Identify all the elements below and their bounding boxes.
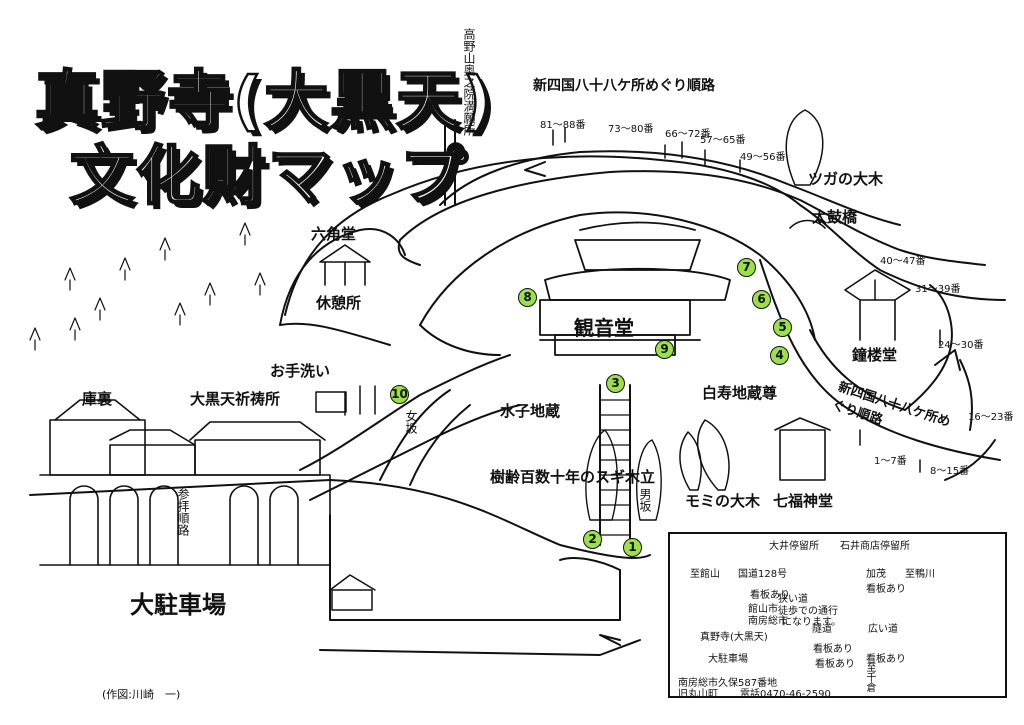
ban-8-15: 8〜15番 [930, 466, 970, 477]
pilgrim-statues [552, 127, 941, 473]
ban-73-80: 73〜80番 [608, 124, 654, 135]
inset-zuidou: 隧道 [812, 624, 832, 635]
inset-busstop1: 大井停留所 [769, 541, 819, 552]
inset-walk-note1: 徒歩での通行 [778, 606, 838, 617]
label-onnazaka: 女坂 [404, 410, 418, 434]
shorodo-building [844, 269, 911, 341]
marker-7: 7 [737, 258, 756, 277]
label-tsuga: ツガの大木 [808, 170, 884, 188]
top-route-road [439, 150, 901, 226]
inset-tateyama-city: 館山市 [748, 604, 778, 615]
ban-24-30: 24〜30番 [938, 340, 984, 351]
label-hakuju-jizo: 白寿地蔵尊 [702, 384, 778, 402]
mountain-ridge [284, 155, 1006, 316]
upper-road [399, 170, 986, 266]
label-route-top: 新四国八十八ケ所めぐり順路 [533, 78, 715, 94]
inset-sign3: 看板あり [813, 644, 853, 655]
inset-to-chikura: 至千倉 [864, 662, 875, 692]
restroom-building [315, 385, 376, 416]
taikobashi-bridge [789, 219, 826, 229]
marker-1: 1 [623, 538, 642, 557]
access-inset-map [668, 532, 1007, 698]
inset-sign4: 看板あり [815, 659, 855, 670]
inset-sign1: 看板あり [750, 590, 790, 601]
inset-hiroi: 広い道 [868, 624, 898, 635]
label-otearai: お手洗い [270, 362, 331, 380]
label-momi: モミの大木 [685, 492, 761, 510]
ban-31-39: 31〜39番 [915, 284, 961, 295]
ban-49-56: 49〜56番 [740, 152, 786, 163]
inset-sign2: 看板あり [866, 584, 906, 595]
inset-temple: 真野寺(大黒天) [700, 632, 768, 643]
rokkakudo-building [319, 244, 371, 286]
tsuga-tree [785, 109, 824, 186]
ban-57-65: 57〜65番 [700, 135, 746, 146]
winding-road [299, 354, 511, 471]
momi-tree [697, 419, 730, 491]
label-rokkakudo: 六角堂 [311, 225, 357, 243]
title-line1: 真野寺(大黒天) [34, 65, 494, 139]
ban-66-72: 66〜72番 [665, 129, 711, 140]
label-daikokuten-kitosho: 大黒天祈祷所 [190, 390, 281, 408]
label-sanpai: 参拝順路 [176, 488, 190, 536]
inset-parking: 大駐車場 [708, 654, 748, 665]
label-shichifuku: 七福神堂 [773, 492, 834, 510]
forest-trees [29, 222, 266, 351]
label-koyasan: 高野山奥之院満願所 [462, 28, 476, 136]
marker-3: 3 [606, 374, 625, 393]
inset-address2: 旧丸山町 [678, 689, 718, 700]
inset-sign5: 看板あり [866, 654, 906, 665]
arch-wall [39, 474, 331, 566]
central-hill [419, 211, 816, 341]
marker-10: 10 [390, 385, 409, 404]
ban-1-7: 1〜7番 [874, 456, 907, 467]
ban-81-88: 81〜88番 [540, 120, 586, 131]
otokozaka-stairs [599, 384, 631, 546]
label-sugi: 樹齢百数十年のスギ木立 [490, 468, 656, 486]
inset-to-kamogawa: 至鴨川 [905, 569, 935, 580]
marker-9: 9 [655, 340, 674, 359]
inset-to-tateyama: 至館山 [690, 569, 720, 580]
kuri-building [49, 399, 196, 476]
label-mizuko-jizo: 水子地蔵 [500, 402, 561, 420]
inset-minamiboso-city: 南房総市 [748, 616, 788, 627]
onnazaka-path [379, 389, 451, 481]
label-otokozaka: 男坂 [638, 488, 652, 512]
marker-6: 6 [752, 290, 771, 309]
credit: (作図:川崎 一) [102, 688, 181, 701]
shichifuku-building [774, 417, 831, 481]
inset-narrow-road: 狭い道 [778, 594, 808, 605]
right-route-road [904, 284, 953, 411]
ban-40-47: 40〜47番 [880, 256, 926, 267]
inset-walk-note2: になります。 [782, 617, 841, 628]
label-taikobashi: 太鼓橋 [812, 208, 858, 226]
marker-4: 4 [770, 346, 789, 365]
marker-2: 2 [583, 530, 602, 549]
inset-address1: 南房総市久保587番地 [678, 678, 778, 689]
parking-hut [329, 574, 376, 611]
ban-16-23: 16〜23番 [968, 412, 1014, 423]
label-rest: 休憩所 [316, 294, 362, 312]
sugi-tree [585, 429, 619, 521]
label-kuri: 庫裏 [82, 390, 113, 408]
main-road [29, 479, 651, 559]
label-shorodo: 鐘楼堂 [852, 346, 898, 364]
inset-busstop2: 石井商店停留所 [840, 541, 910, 552]
title-line2: 文化財マップ [69, 140, 466, 214]
label-kannondo: 観音堂 [574, 316, 634, 340]
inset-route128: 国道128号 [738, 569, 788, 580]
inset-kamo: 加茂 [866, 569, 886, 580]
label-parking: 大駐車場 [130, 591, 226, 619]
marker-8: 8 [518, 288, 537, 307]
left-hill [279, 228, 406, 326]
marker-5: 5 [773, 318, 792, 337]
inset-tel: 電話0470-46-2590 [740, 689, 831, 700]
kannondo-building [539, 221, 731, 356]
bottom-road [319, 639, 641, 656]
